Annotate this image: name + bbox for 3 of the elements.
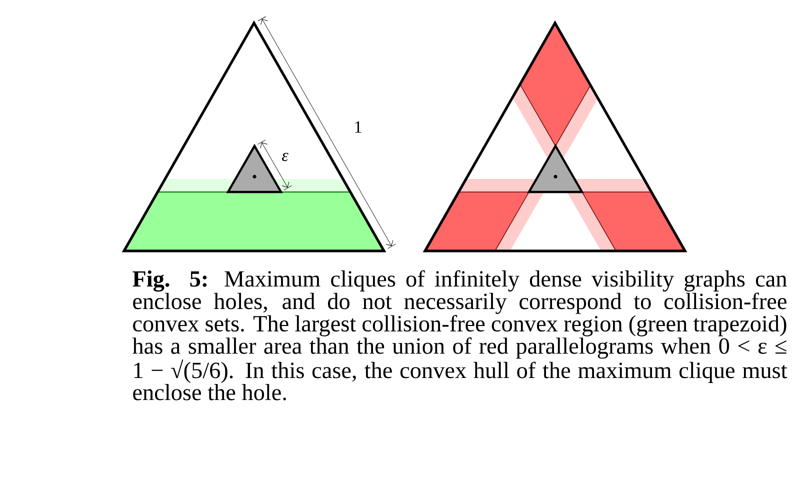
dimension-label: ε (282, 152, 288, 162)
dimension-label: 1 (355, 121, 362, 133)
caption: Fig. 5: Maximum cliques of infinitely dense visibility graphs can enclose holes, and do not necessarily correspond to collision-free convex sets. The largest collision-free convex region (green trapezoid) has a smaller area than the union of red parallelograms when 0 < ε ≤ 1 − √(5/6). In this case, the convex hull of the maximum clique must enclose the hole. (132, 270, 788, 400)
